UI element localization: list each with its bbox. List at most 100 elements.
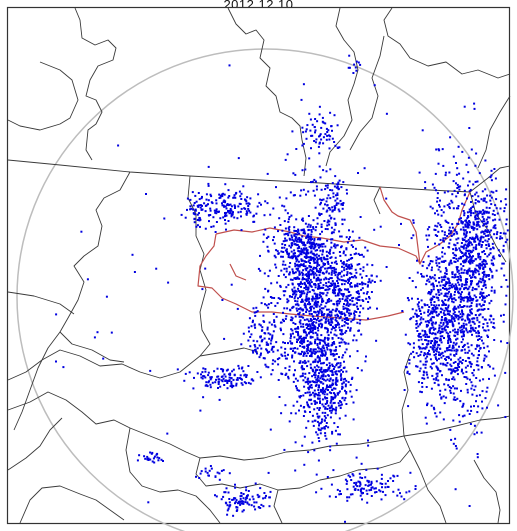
strike-dot <box>316 377 319 380</box>
strike-dot <box>318 369 321 371</box>
strike-dot <box>439 354 442 357</box>
strike-dot <box>493 214 496 216</box>
strike-dot <box>355 69 358 72</box>
strike-dot <box>476 453 479 455</box>
strike-dot <box>311 272 314 275</box>
strike-dot <box>209 465 212 467</box>
strike-dot <box>302 263 305 266</box>
strike-dot <box>306 391 309 394</box>
strike-dot <box>481 298 484 301</box>
strike-dot <box>303 359 306 362</box>
strike-dot <box>205 384 208 387</box>
strike-dot <box>288 295 291 298</box>
strike-dot <box>110 331 113 334</box>
strike-dot <box>330 320 333 322</box>
strike-dot <box>358 485 361 488</box>
strike-dot <box>478 266 481 269</box>
strike-dot <box>328 134 330 137</box>
strike-dot <box>300 259 303 262</box>
strike-dot <box>327 338 330 341</box>
strike-dot <box>487 336 489 338</box>
strike-dot <box>350 272 353 275</box>
strike-dot <box>207 374 210 377</box>
strike-dot <box>420 316 423 319</box>
county-boundary <box>129 427 405 461</box>
strike-dot <box>319 359 321 362</box>
strike-dot <box>431 183 434 186</box>
strike-dot <box>453 349 456 352</box>
strike-dot <box>462 210 465 212</box>
strike-dot <box>455 195 458 198</box>
strike-dot <box>414 312 417 315</box>
strike-dot <box>351 257 354 259</box>
strike-dot <box>303 338 306 341</box>
strike-dot <box>375 339 378 342</box>
strike-dot <box>355 276 358 279</box>
strike-dot <box>435 148 438 151</box>
strike-dot <box>467 260 470 263</box>
strike-dot <box>299 250 302 253</box>
strike-dot <box>485 206 488 209</box>
strike-dot <box>488 216 491 219</box>
strike-dot <box>470 207 473 210</box>
strike-dot <box>318 212 321 215</box>
strike-dot <box>476 456 479 459</box>
strike-dot <box>447 287 450 290</box>
strike-dot <box>334 324 337 327</box>
strike-dot <box>478 280 481 283</box>
strike-dot <box>273 242 276 245</box>
strike-dot <box>330 261 333 264</box>
strike-dot <box>318 428 320 431</box>
strike-dot <box>322 242 325 245</box>
strike-dot <box>453 396 456 399</box>
strike-dot <box>337 208 340 211</box>
strike-dot <box>449 238 452 241</box>
strike-dot <box>305 293 308 296</box>
strike-dot <box>461 359 464 361</box>
strike-dot <box>193 376 195 379</box>
strike-dot <box>437 329 440 332</box>
strike-dot <box>470 352 473 355</box>
strike-dot <box>375 275 378 278</box>
strike-dot <box>470 308 473 311</box>
strike-dot <box>429 205 432 208</box>
strike-dot <box>462 313 465 316</box>
strike-dot <box>485 355 488 358</box>
strike-dot <box>315 188 318 191</box>
strike-dot <box>456 187 459 189</box>
strike-dot <box>208 220 210 223</box>
strike-dot <box>326 204 329 207</box>
strike-dot <box>407 405 410 408</box>
strike-dot <box>360 288 363 291</box>
strike-dot <box>490 270 493 273</box>
strike-dot <box>482 326 484 329</box>
strike-dot <box>441 251 444 254</box>
strike-dot <box>500 285 503 288</box>
strike-dot <box>464 225 467 228</box>
strike-dot <box>356 292 359 294</box>
strike-dot <box>193 221 196 224</box>
strike-dot <box>474 202 477 205</box>
strike-dot <box>470 311 472 314</box>
strike-dot <box>489 176 492 179</box>
strike-dot <box>461 405 464 408</box>
strike-dot <box>315 256 318 259</box>
strike-dot <box>417 325 420 328</box>
strike-dot <box>277 297 280 300</box>
strike-dot <box>436 209 439 212</box>
strike-dot <box>320 138 323 141</box>
strike-dot <box>287 353 289 356</box>
strike-dot <box>308 385 311 388</box>
strike-dot <box>427 264 430 267</box>
strike-dot <box>300 258 303 261</box>
strike-dot <box>299 281 302 284</box>
strike-dot <box>448 263 451 266</box>
strike-dot <box>333 401 336 404</box>
strike-dot <box>149 458 152 461</box>
strike-dot <box>316 420 319 423</box>
strike-dot <box>308 290 311 293</box>
strike-dot <box>299 395 302 397</box>
strike-dot <box>355 297 358 300</box>
strike-dot <box>342 181 345 184</box>
strike-dot <box>366 291 369 293</box>
